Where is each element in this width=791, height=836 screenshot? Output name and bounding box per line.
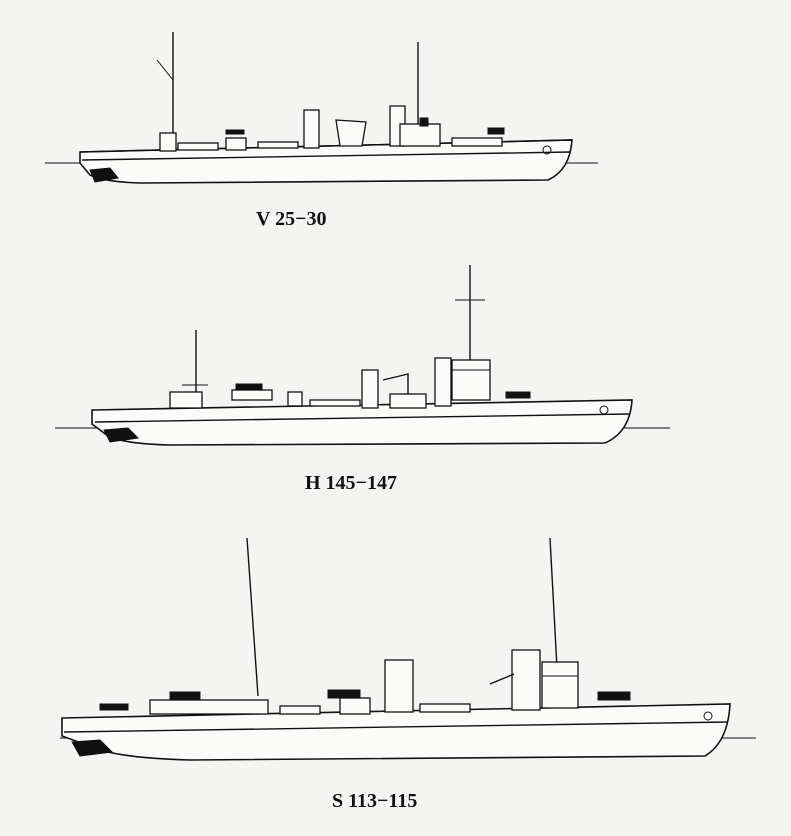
- gun-mount: [327, 689, 361, 699]
- propeller: [103, 427, 140, 443]
- funnel: [303, 109, 320, 149]
- main-mast: [549, 537, 558, 669]
- gun-mount: [487, 127, 505, 135]
- gun-mount: [505, 391, 531, 399]
- gun-mount: [225, 129, 245, 135]
- propeller: [71, 739, 114, 757]
- propeller: [89, 167, 119, 183]
- bridge: [451, 359, 491, 401]
- funnel: [434, 357, 452, 407]
- funnel: [361, 369, 379, 409]
- gun-mount: [169, 691, 201, 701]
- ship-caption: H 145−147: [305, 472, 397, 494]
- funnel: [511, 649, 541, 711]
- ship-caption: V 25−30: [256, 208, 327, 230]
- ship-caption: S 113−115: [332, 790, 418, 812]
- gun-mount: [235, 383, 263, 391]
- bridge: [541, 661, 579, 709]
- gun-mount: [99, 703, 129, 711]
- fore-mast: [246, 537, 259, 697]
- funnel: [384, 659, 414, 713]
- gun-mount: [597, 691, 631, 701]
